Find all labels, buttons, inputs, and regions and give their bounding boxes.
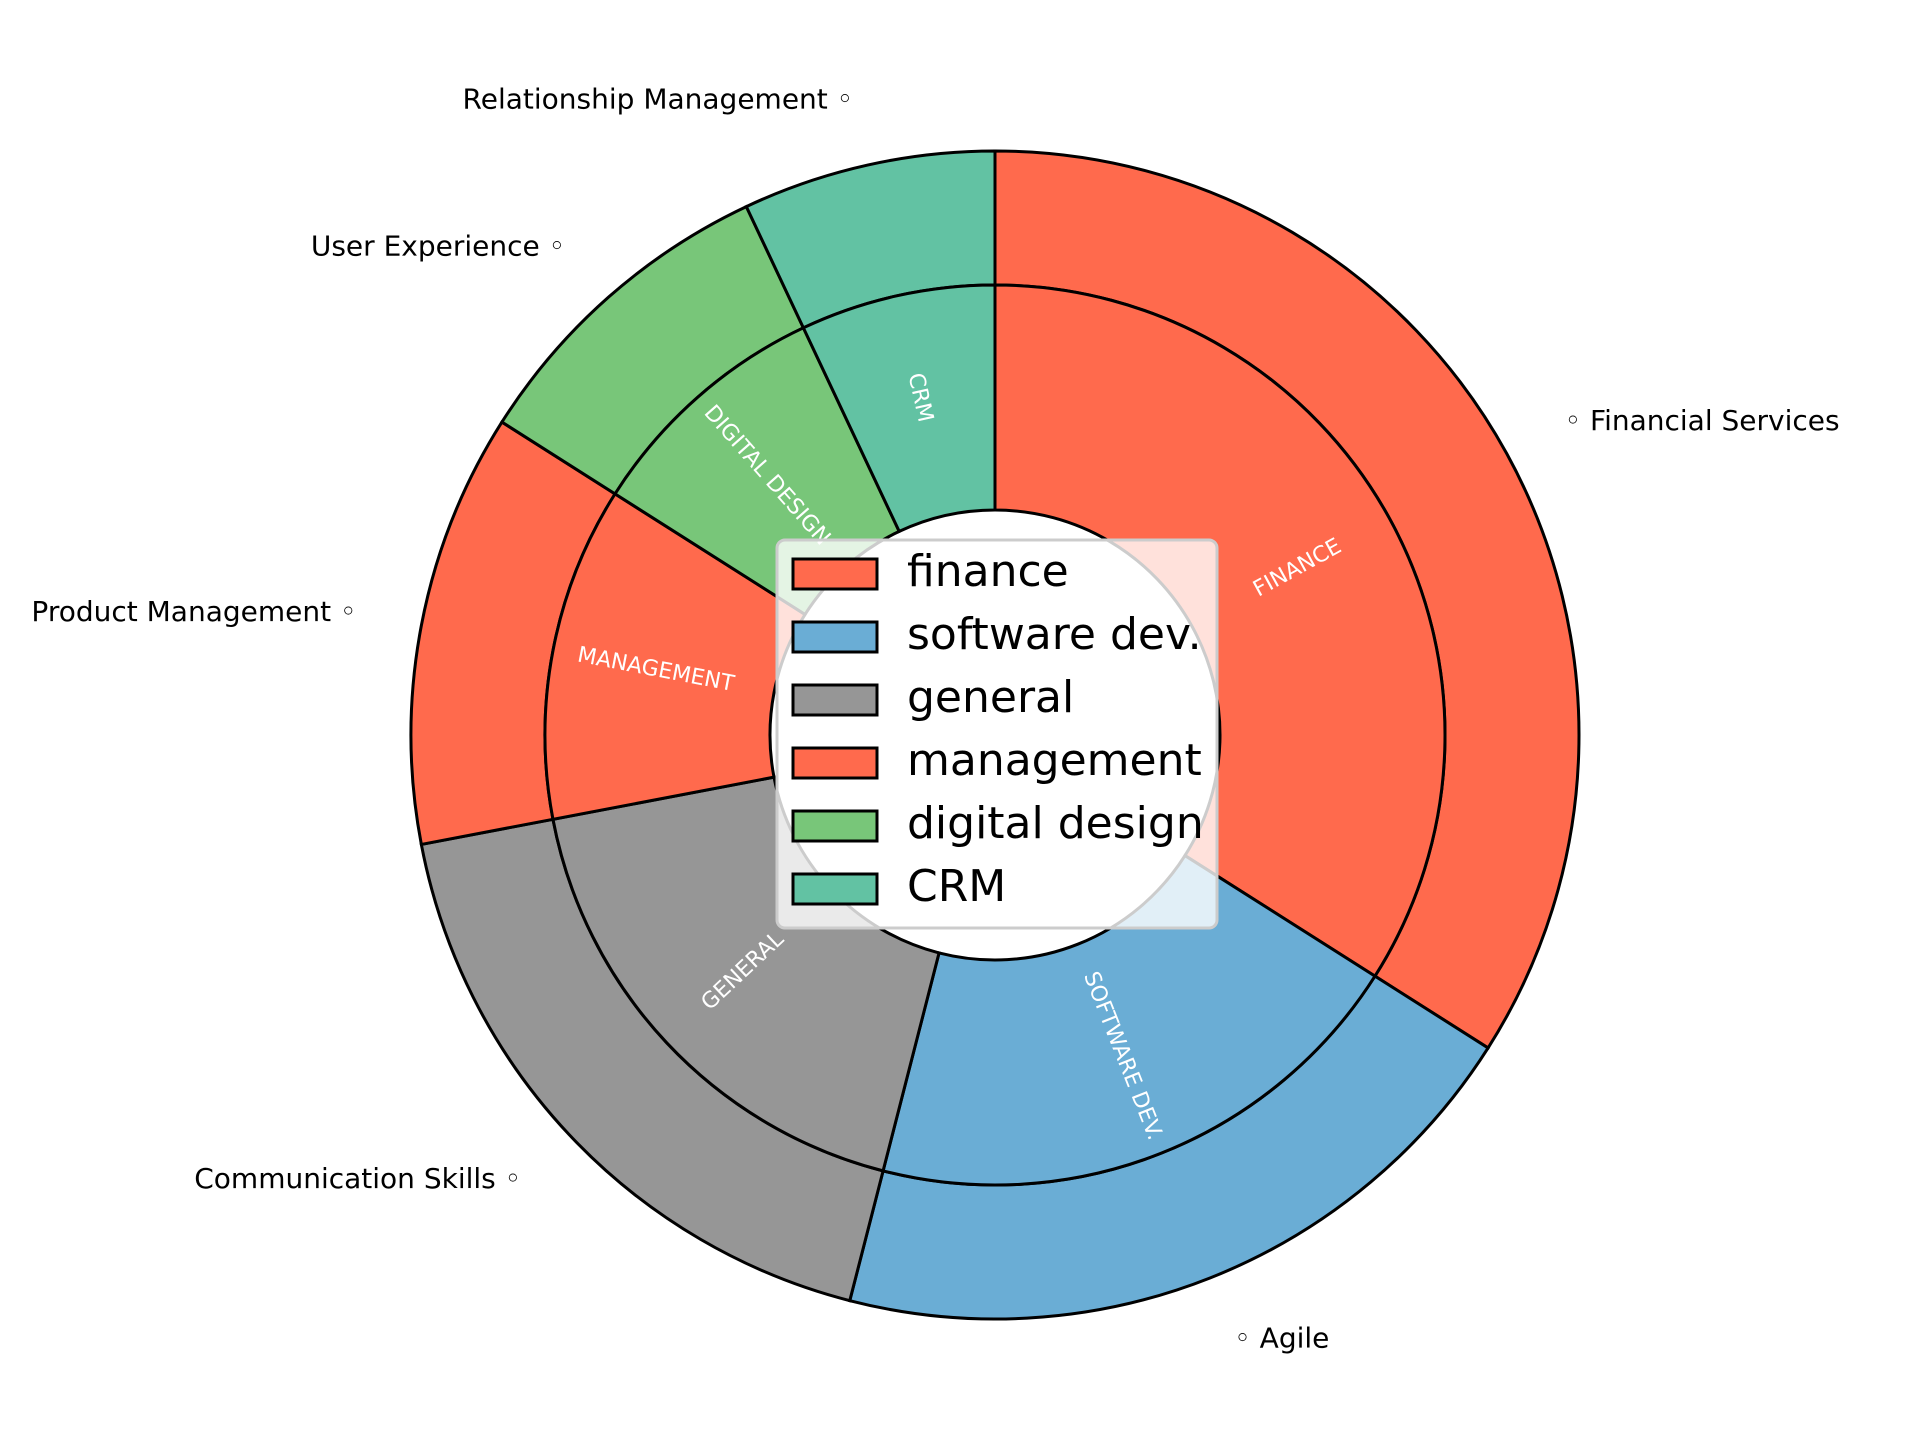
outer-label-general: Communication Skills ◦ bbox=[194, 1162, 521, 1195]
legend: finance software dev. general management dig… bbox=[775, 538, 1219, 930]
inner-wedge-crm bbox=[801, 283, 997, 534]
legend-swatch-software-dev bbox=[791, 620, 879, 654]
legend-label-digital-design: digital design bbox=[907, 798, 1204, 849]
legend-label-management: management bbox=[907, 735, 1202, 786]
outer-labels: ◦ Financial Services ◦ Agile Communication… bbox=[31, 83, 1839, 1355]
legend-label-crm: CRM bbox=[907, 861, 1006, 912]
outer-label-finance: ◦ Financial Services bbox=[1565, 404, 1840, 437]
legend-swatch-crm bbox=[791, 872, 879, 906]
legend-swatch-finance bbox=[791, 557, 879, 591]
legend-frame bbox=[775, 538, 1219, 930]
legend-swatch-management bbox=[791, 746, 879, 780]
legend-swatch-general bbox=[791, 683, 879, 717]
outer-label-management: Product Management ◦ bbox=[31, 595, 356, 628]
legend-swatch-digital-design bbox=[791, 809, 879, 843]
outer-label-crm: Relationship Management ◦ bbox=[463, 83, 854, 116]
legend-label-software-dev: software dev. bbox=[907, 609, 1202, 660]
outer-label-software-dev: ◦ Agile bbox=[1234, 1321, 1329, 1354]
outer-label-digital-design: User Experience ◦ bbox=[311, 229, 565, 262]
legend-label-finance: finance bbox=[907, 546, 1069, 597]
wedges bbox=[409, 149, 1581, 1321]
inner-wedge-management bbox=[543, 491, 808, 822]
legend-label-general: general bbox=[907, 672, 1074, 723]
